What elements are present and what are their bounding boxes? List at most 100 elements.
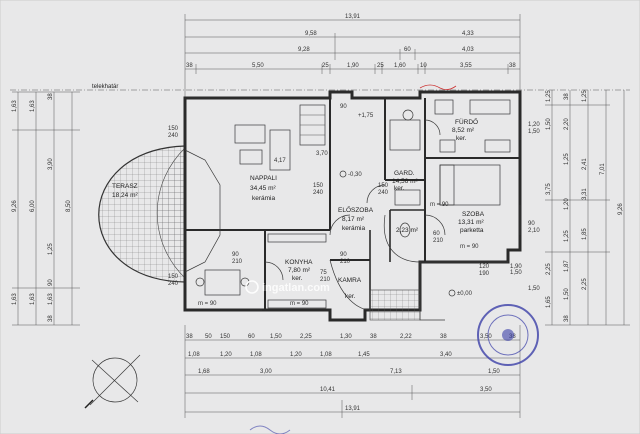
level-markers: -0,30 ±0,00 +1,75 [339,113,473,297]
opening-5b: 240 [378,190,389,196]
bottom-r2-3: 1,20 [290,352,302,358]
bottom-r2-6: 3,40 [440,352,452,358]
opening-1: 150 [168,126,179,132]
top-dim-c: 9,28 [298,47,310,53]
right-side-c: 90 [528,221,535,227]
opening-2b: 240 [168,281,179,287]
top-dim-total: 13,91 [345,14,361,20]
building-outline [98,90,522,322]
right-dim-3e: 2,25 [582,278,588,290]
left-dim-i: 1,25 [48,243,54,255]
left-dim-e: 6,00 [30,200,36,212]
right-dim-1e: 1,65 [546,296,552,308]
room-nappali-floor: kerámia [252,195,276,202]
watermark-text: ingatlan.com [262,282,330,294]
m-label-2: m = 90 [290,301,309,307]
top-dim-f7: 3,55 [460,63,472,69]
top-dim-f0: 38 [186,63,193,69]
left-dim-l: 38 [48,315,54,322]
opening-2: 150 [168,274,179,280]
bottom-r2-5: 1,45 [358,352,370,358]
opening-labels: 150 240 150 240 150 240 90 150 240 90 21… [168,104,490,287]
room-konyha-name: KONYHA [285,259,313,266]
top-dim-f5: 1,60 [394,63,406,69]
top-dim-b: 4,33 [462,31,474,37]
bottom-r2-1: 1,20 [220,352,232,358]
left-dim-c: 1,63 [12,293,18,305]
room-nappali-area: 34,45 m² [250,185,276,192]
bottom-r1-3: 60 [248,334,255,340]
room-kamra-floor: ker. [345,293,356,300]
bottom-r3-2: 7,13 [390,369,402,375]
right-dim-2c: 1,25 [564,153,570,165]
bottom-total: 13,91 [345,406,361,412]
right-side-a: 1,20 [528,122,540,128]
left-dim-k: 1,63 [48,293,54,305]
bottom-r2-2: 1,08 [250,352,262,358]
room-eloszoba-floor: kerámia [342,225,366,232]
bottom-r4-1: 3,50 [480,387,492,393]
bottom-r3-3: 1,50 [488,369,500,375]
left-dim-j: 90 [48,279,54,286]
right-dim-1a: 1,25 [546,90,552,102]
m-label-1: m = 90 [198,301,217,307]
top-dim-f8: 38 [509,63,516,69]
top-dim-f4: 25 [377,63,384,69]
opening-8b: 210 [320,277,331,283]
bottom-r2-4: 1,08 [320,352,332,358]
room-konyha-area: 7,80 m² [288,267,311,274]
opening-3b: 240 [313,190,324,196]
left-dim-h: 3,90 [48,158,54,170]
right-dim-2f: 1,25 [564,230,570,242]
bottom-r1-7: 38 [370,334,377,340]
bottom-r3-0: 1,68 [198,369,210,375]
room-nappali-name: NAPPALI [250,175,277,182]
right-side-e: 1,50 [528,286,540,292]
bottom-r1-4: 1,50 [270,334,282,340]
room-kamra-name: KAMRA [338,277,362,284]
right-dim-2a: 38 [564,93,570,100]
opening-8: 75 [320,270,327,276]
right-side-g: 1,50 [510,270,522,276]
right-side-f: 1,90 [510,264,522,270]
bottom-r1-8: 2,22 [400,334,412,340]
m-label-4: m = 90 [460,244,479,250]
room-furdo-name: FÜRDŐ [455,117,478,126]
right-dim-2g: 1,50 [564,288,570,300]
right-dimension-lines: 1,25 1,50 3,75 2,25 1,65 38 2,20 1,25 1,… [510,90,630,326]
left-dim-d: 1,63 [30,100,36,112]
room-gard-area: 14,56 m² [392,178,418,185]
top-dim-f1: 5,50 [252,63,264,69]
room-eloszoba-name: ELŐSZOBA [338,205,374,214]
bottom-r2-0: 1,08 [188,352,200,358]
opening-9b: 210 [433,238,444,244]
room-szoba-name: SZOBA [462,211,485,218]
opening-6: 90 [232,252,239,258]
bottom-r1-0: 38 [186,334,193,340]
top-dim-f2: 25 [322,63,329,69]
bottom-r1-6: 1,30 [340,334,352,340]
level-top: +1,75 [358,113,374,119]
opening-1b: 240 [168,133,179,139]
room-labels: NAPPALI 34,45 m² kerámia TERASZ 18,24 m²… [112,117,485,300]
room-konyha-floor: ker. [292,275,303,282]
top-dim-f3: 1,90 [347,63,359,69]
bottom-r1-9: 38 [440,334,447,340]
level-step: -0,30 [348,172,362,178]
left-dim-depth: 8,50 [66,200,72,212]
left-dim-g: 38 [48,93,54,100]
watermark-logo: ingatlan.com [245,280,330,294]
top-dim-e: 4,03 [462,47,474,53]
room-szoba-area: 13,31 m² [458,219,484,226]
right-dim-4a: 7,01 [600,163,606,175]
top-dim-a: 9,58 [305,31,317,37]
right-dim-4b: 9,26 [618,203,624,215]
left-dim-b: 9,26 [12,200,18,212]
left-dim-a: 1,63 [12,100,18,112]
official-stamp-icon [477,304,539,366]
room-gard-floor: ker. [394,185,405,192]
north-arrow-icon [84,354,141,409]
room-eloszoba-area: 8,17 m² [342,216,365,223]
bottom-r3-1: 3,00 [260,369,272,375]
